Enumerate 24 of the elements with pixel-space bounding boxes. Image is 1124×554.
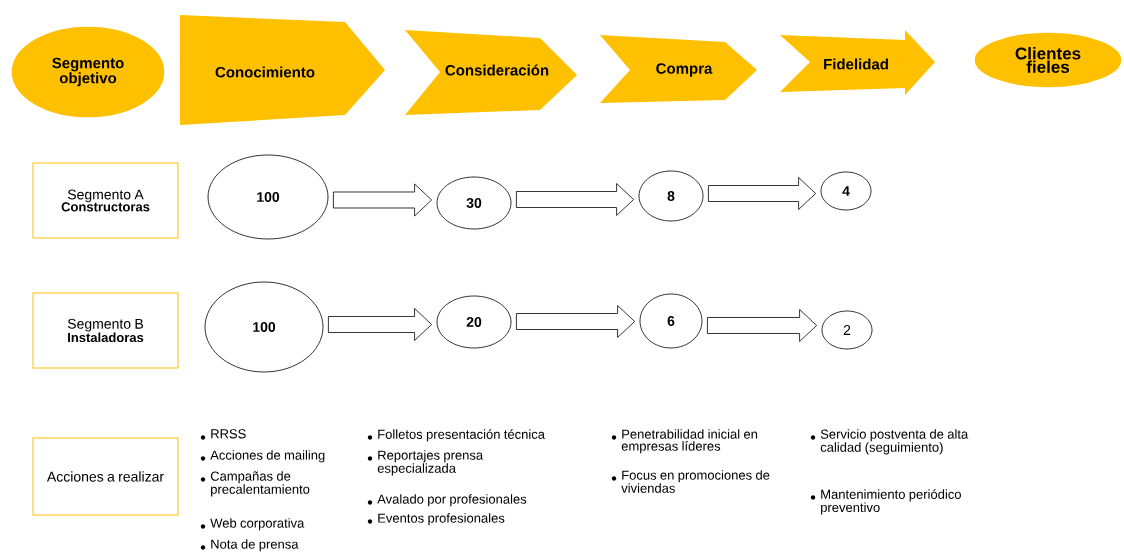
block-arrow	[516, 183, 634, 216]
bullet-item: Folletos presentación técnica	[367, 429, 545, 442]
bullet-item: RRSS	[200, 429, 246, 440]
bullet-item: Penetrabilidad inicial en empresas líderes	[611, 429, 758, 454]
bullet-item: Web corporativa	[200, 518, 305, 531]
segment-box: Segmento B Instaladoras	[32, 292, 179, 369]
block-arrow	[328, 308, 432, 341]
bullet-item: Acciones de mailing	[200, 450, 325, 463]
block-arrow	[708, 177, 816, 210]
bullet-item: Campañas de precalentamiento	[200, 471, 310, 497]
block-arrow	[333, 183, 432, 217]
block-arrow	[707, 309, 817, 342]
bullet-item: Mantenimiento periódico preventivo	[810, 489, 961, 515]
action-box: Acciones a realizar	[32, 437, 179, 516]
bullet-item: Eventos profesionales	[367, 513, 505, 526]
bullet-item: Avalado por profesionales	[367, 494, 527, 507]
bullet-item: Servicio postventa de alta calidad (seguimiento)	[810, 429, 969, 455]
segment-box: Segmento A Constructoras	[32, 162, 179, 239]
stage-oval: Clientes fieles	[973, 31, 1123, 89]
bullet-item: Focus en promociones de viviendas	[611, 470, 770, 493]
bullet-item: Nota de prensa	[200, 539, 299, 552]
block-arrow	[516, 305, 635, 338]
stage-oval: Segmento objetivo	[10, 25, 166, 119]
bullet-item: Reportajes prensa especializada	[367, 450, 484, 476]
